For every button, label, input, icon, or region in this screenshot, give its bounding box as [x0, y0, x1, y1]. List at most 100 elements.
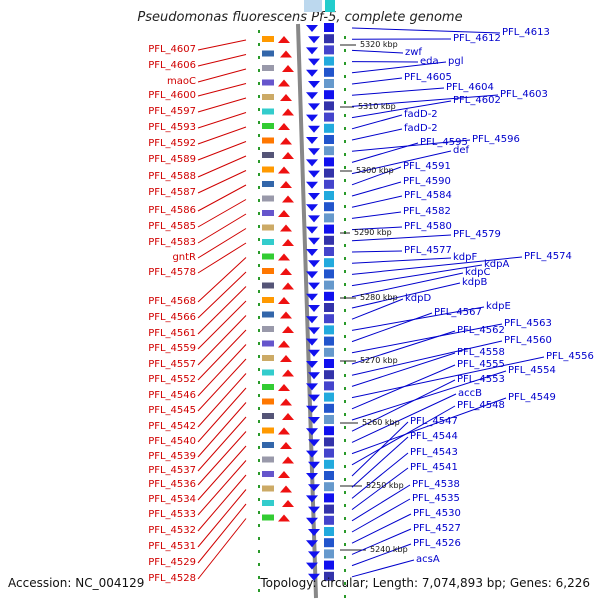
tick-mark-left [258, 537, 260, 540]
right-gene-leader [351, 27, 501, 34]
left-gene-label: PFL_4587 [148, 187, 196, 198]
tick-mark-left [258, 134, 260, 137]
left-gene-leader [197, 503, 247, 564]
reverse-strand-arrow [306, 361, 318, 368]
scale-label: 5240 kbp [370, 545, 408, 554]
right-gene-block [324, 392, 334, 402]
right-gene-block [324, 482, 334, 492]
reverse-strand-arrow [308, 529, 320, 536]
right-gene-block [324, 101, 334, 111]
forward-strand-arrow [280, 94, 292, 101]
right-gene-block [324, 123, 334, 133]
tick-mark-right [344, 322, 346, 325]
forward-strand-arrow [282, 195, 294, 203]
left-gene-leader [197, 271, 247, 319]
right-gene-leader [351, 272, 464, 298]
tick-mark-left [258, 394, 260, 397]
left-gene-block [262, 340, 274, 347]
left-gene-label: PFL_4566 [148, 312, 196, 323]
right-gene-label: PFL_4613 [502, 27, 550, 38]
tick-mark-right [344, 348, 346, 351]
left-gene-leader [197, 170, 247, 194]
left-gene-leader [197, 83, 247, 97]
left-gene-block [262, 471, 274, 477]
reverse-strand-arrow [308, 506, 320, 514]
right-gene-label: PFL_4590 [403, 176, 451, 187]
left-gene-leader [197, 39, 247, 51]
right-gene-block [324, 560, 334, 570]
forward-strand-arrow [278, 166, 290, 174]
right-gene-block [324, 370, 334, 380]
tick-mark-right [344, 101, 346, 104]
right-gene-label: PFL_4554 [508, 365, 556, 376]
left-gene-leader [197, 97, 247, 113]
left-gene-leader [197, 315, 247, 366]
tick-mark-right [344, 218, 346, 221]
right-gene-label: PFL_4558 [457, 347, 505, 358]
tick-mark-left [258, 277, 260, 280]
reverse-strand-arrow [306, 92, 318, 100]
right-gene-label: PFL_4553 [457, 374, 505, 385]
reverse-strand-arrow [308, 215, 320, 223]
right-gene-leader [351, 150, 452, 175]
forward-strand-arrow [282, 282, 294, 290]
tick-mark-right [344, 387, 346, 390]
right-gene-label: PFL_4596 [472, 134, 520, 145]
left-gene-label: PFL_4586 [148, 205, 196, 216]
left-gene-leader [197, 460, 247, 516]
right-gene-label: PFL_4549 [508, 392, 556, 403]
left-gene-label: PFL_4589 [148, 154, 196, 165]
right-gene-block [324, 179, 334, 189]
tick-mark-left [258, 108, 260, 111]
forward-strand-arrow [282, 369, 294, 377]
left-gene-label: PFL_4600 [148, 90, 196, 101]
left-gene-block [262, 36, 274, 42]
right-gene-label: kdpA [484, 259, 510, 270]
left-gene-label: PFL_4534 [148, 494, 196, 505]
reverse-strand-arrow [308, 125, 320, 133]
tick-mark-right [344, 309, 346, 312]
left-gene-leader [197, 257, 247, 303]
right-gene-block [324, 549, 334, 559]
right-gene-label: PFL_4577 [404, 245, 452, 256]
right-gene-block [324, 168, 334, 178]
forward-strand-arrow [278, 297, 290, 304]
left-gene-leader [197, 141, 247, 161]
right-gene-leader [351, 61, 447, 74]
left-gene-block [262, 268, 274, 274]
right-gene-block [324, 426, 334, 436]
tick-mark-left [258, 290, 260, 293]
scale-label: 5260 kbp [362, 418, 400, 427]
tick-mark-right [344, 335, 346, 338]
reverse-strand-arrow [308, 372, 320, 380]
left-gene-block [262, 282, 274, 289]
forward-strand-arrow [280, 137, 292, 145]
forward-strand-arrow [278, 514, 290, 522]
left-gene-label: PFL_4545 [148, 405, 196, 416]
right-gene-leader [351, 370, 507, 421]
reverse-strand-arrow [306, 517, 318, 525]
right-gene-label: fadD-2 [404, 123, 438, 134]
tick-mark-left [258, 368, 260, 371]
left-gene-leader [197, 489, 247, 548]
right-gene-block [324, 403, 334, 413]
right-gene-leader [351, 298, 404, 320]
right-gene-block [324, 202, 334, 212]
right-gene-leader [351, 323, 503, 354]
right-gene-leader [351, 257, 452, 264]
right-gene-block [324, 437, 334, 447]
left-gene-block [262, 500, 274, 506]
forward-strand-arrow [280, 485, 292, 493]
right-gene-label: PFL_4584 [404, 190, 452, 201]
right-gene-block [324, 247, 334, 256]
right-gene-leader [351, 559, 415, 578]
tick-mark-left [258, 446, 260, 449]
scale-label: 5310 kbp [358, 102, 396, 111]
forward-strand-arrow [280, 268, 292, 275]
left-gene-label: PFL_4607 [148, 44, 196, 55]
reverse-strand-arrow [306, 271, 318, 279]
reverse-strand-arrow [308, 282, 320, 290]
left-gene-leader [197, 184, 247, 212]
axis-top-segment [304, 0, 322, 12]
